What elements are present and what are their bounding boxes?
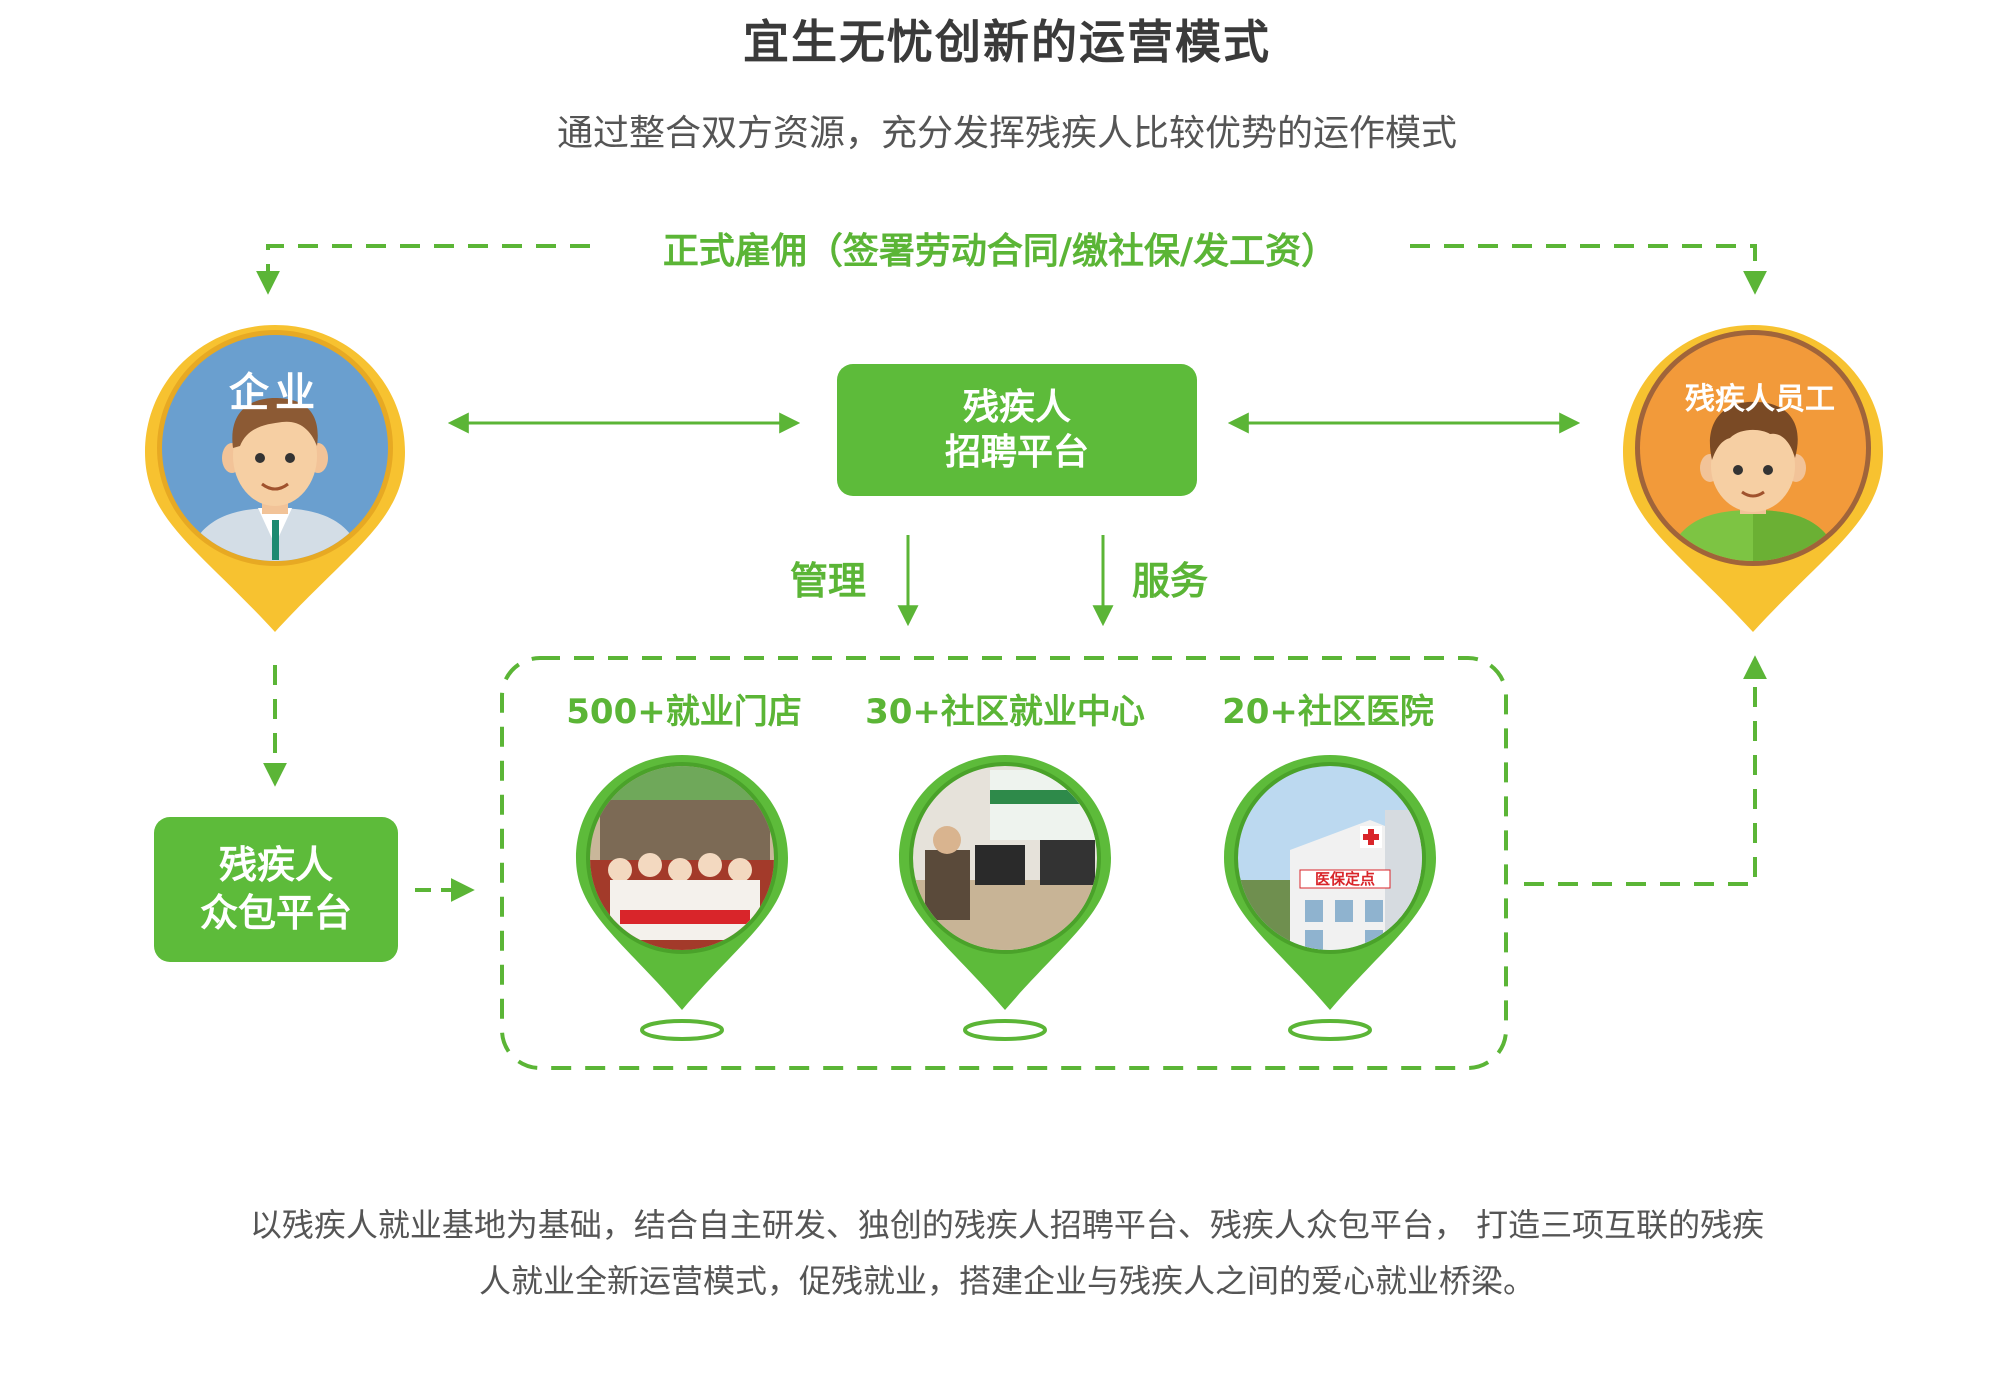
enterprise-title: 企业	[229, 370, 321, 416]
employment-label: 正式雇佣（签署劳动合同/缴社保/发工资）	[662, 231, 1338, 272]
worker-avatar-icon	[1665, 401, 1841, 561]
venue-label-stores: 500+就业门店	[566, 692, 802, 732]
venues-container	[500, 656, 1508, 1070]
manage-label: 管理	[790, 559, 867, 603]
worker-pin	[1623, 325, 1883, 632]
page-subtitle: 通过整合双方资源，充分发挥残疾人比较优势的运作模式	[556, 113, 1457, 154]
hospital-pin: 医保定点	[1224, 755, 1436, 1041]
recruitment-platform-box: 残疾人 招聘平台	[837, 364, 1197, 496]
community-center-pin	[899, 755, 1111, 1041]
crowdsourcing-platform-line2: 众包平台	[199, 890, 352, 935]
footer-description: 以残疾人就业基地为基础，结合自主研发、独创的残疾人招聘平台、残疾人众包平台， 打…	[150, 1197, 1864, 1309]
venue-label-hospitals: 20+社区医院	[1222, 692, 1434, 732]
hospital-photo-icon: 医保定点	[1238, 766, 1422, 950]
store-pin	[576, 755, 788, 1041]
hospital-sign-text: 医保定点	[1315, 870, 1375, 888]
crowdsourcing-platform-line1: 残疾人	[218, 843, 333, 887]
enterprise-pin	[145, 325, 405, 632]
store-photo-icon	[590, 766, 774, 950]
footer-line-1: 以残疾人就业基地为基础，结合自主研发、独创的残疾人招聘平台、残疾人众包平台， 打…	[249, 1206, 1765, 1244]
venue-worker-connector	[1524, 655, 1767, 886]
worker-title: 残疾人员工	[1685, 382, 1835, 417]
venue-label-community-centers: 30+社区就业中心	[865, 692, 1145, 732]
recruitment-platform-line2: 招聘平台	[944, 432, 1089, 473]
recruitment-platform-line1: 残疾人	[962, 387, 1071, 428]
page-title: 宜生无忧创新的运营模式	[743, 15, 1271, 69]
footer-line-2: 人就业全新运营模式，促残就业，搭建企业与残疾人之间的爱心就业桥梁。	[478, 1262, 1535, 1300]
crowdsourcing-platform-box: 残疾人 众包平台	[154, 817, 398, 962]
service-label: 服务	[1132, 559, 1209, 603]
employment-connector	[256, 244, 1767, 295]
